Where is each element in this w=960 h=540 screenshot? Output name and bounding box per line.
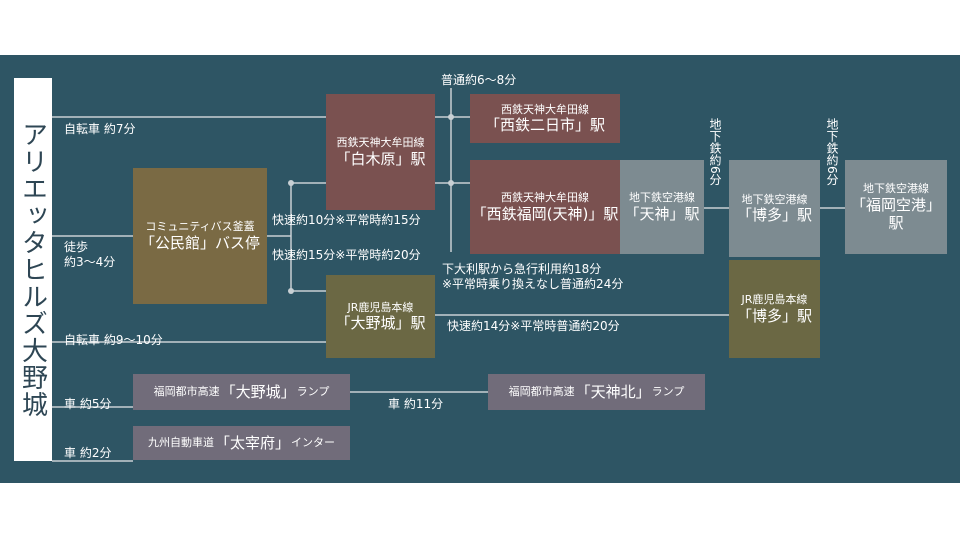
station-line: JR鹿児島本線 (347, 300, 414, 314)
label-bike-9-10: 自転車 約9〜10分 (64, 333, 163, 347)
ramp-name: 「太宰府」 (214, 434, 290, 452)
ramp-name: 「天神北」 (575, 383, 651, 401)
station-line: 西鉄天神大牟田線 (336, 136, 425, 150)
station-fukuoka-airport: 地下鉄空港線 「福岡空港」駅 (845, 160, 947, 254)
label-walk: 徒歩 約3〜4分 (64, 240, 115, 270)
station-name: 「西鉄二日市」駅 (484, 116, 605, 135)
label-rapid-15: 快速約15分※平常時約20分 (272, 248, 421, 262)
station-name: 「西鉄福岡(天神)」駅 (471, 204, 619, 223)
label-jr-rapid: 快速約14分※平常時普通約20分 (447, 319, 620, 333)
station-name: 「博多」駅 (736, 206, 812, 225)
label-local-6-8: 普通約6〜8分 (441, 73, 517, 87)
station-name: 「天神」駅 (624, 204, 700, 223)
station-name: 「福岡空港」駅 (850, 195, 941, 232)
ramp-post: ランプ (296, 385, 330, 399)
property-title: アリエッタヒルズ大野城 (17, 121, 48, 418)
bus-stop-name: 「公民館」バス停 (139, 233, 260, 252)
label-express-line1: 下大利駅から急行利用約18分 (442, 262, 602, 276)
ramp-post: ランプ (651, 385, 685, 399)
station-line: 地下鉄空港線 (741, 192, 808, 206)
label-car-11: 車 約11分 (388, 397, 444, 411)
station-nishitetsu-fukuoka: 西鉄天神大牟田線 「西鉄福岡(天神)」駅 (470, 160, 620, 254)
station-name: 「大野城」駅 (335, 314, 426, 333)
station-hakata-subway: 地下鉄空港線 「博多」駅 (729, 160, 820, 257)
label-rapid-10: 快速約10分※平常時約15分 (272, 213, 421, 227)
station-onojo: JR鹿児島本線 「大野城」駅 (326, 275, 435, 358)
label-express-line2: ※平常時乗り換えなし普通約24分 (442, 277, 624, 291)
label-express: 下大利駅から急行利用約18分 ※平常時乗り換えなし普通約24分 (442, 262, 623, 292)
bus-stop-kominkan: コミュニティバス釜蓋 「公民館」バス停 (133, 168, 267, 304)
ramp-onojo: 福岡都市高速 「大野城」 ランプ (133, 374, 350, 410)
label-walk-line1: 徒歩 (64, 240, 89, 254)
station-name: 「白木原」駅 (335, 149, 426, 168)
property-title-box: アリエッタヒルズ大野城 (14, 78, 52, 461)
station-line: JR鹿児島本線 (741, 293, 808, 307)
station-name: 「博多」駅 (736, 306, 812, 325)
junction-dot (288, 288, 294, 294)
station-line: 西鉄天神大牟田線 (501, 191, 589, 205)
bus-line: コミュニティバス釜蓋 (145, 220, 255, 234)
ramp-tenjinkita: 福岡都市高速 「天神北」 ランプ (488, 374, 705, 410)
ramp-name: 「大野城」 (220, 383, 296, 401)
junction-dot (448, 180, 454, 186)
station-line: 地下鉄空港線 (629, 191, 695, 205)
station-line: 地下鉄空港線 (863, 182, 929, 196)
label-walk-line2: 約3〜4分 (64, 255, 116, 269)
station-futsukaichi: 西鉄天神大牟田線 「西鉄二日市」駅 (470, 94, 620, 143)
label-car-2: 車 約2分 (64, 446, 112, 460)
label-subway-6b: 地下鉄約6分 (825, 118, 839, 186)
label-subway-6a: 地下鉄約6分 (708, 118, 722, 186)
junction-dot (448, 114, 454, 120)
ramp-post: インター (291, 436, 335, 450)
label-car-5: 車 約5分 (64, 397, 112, 411)
station-hakata-jr: JR鹿児島本線 「博多」駅 (729, 260, 820, 358)
label-bike-7: 自転車 約7分 (64, 122, 136, 136)
ramp-pre: 福岡都市高速 (508, 385, 575, 399)
station-line: 西鉄天神大牟田線 (501, 102, 589, 116)
ramp-pre: 福岡都市高速 (153, 385, 220, 399)
junction-dot (288, 180, 294, 186)
station-shirakibaru: 西鉄天神大牟田線 「白木原」駅 (326, 94, 435, 210)
ramp-pre: 九州自動車道 (147, 436, 214, 450)
station-tenjin-subway: 地下鉄空港線 「天神」駅 (620, 160, 704, 254)
interchange-dazaifu: 九州自動車道 「太宰府」 インター (133, 426, 350, 460)
